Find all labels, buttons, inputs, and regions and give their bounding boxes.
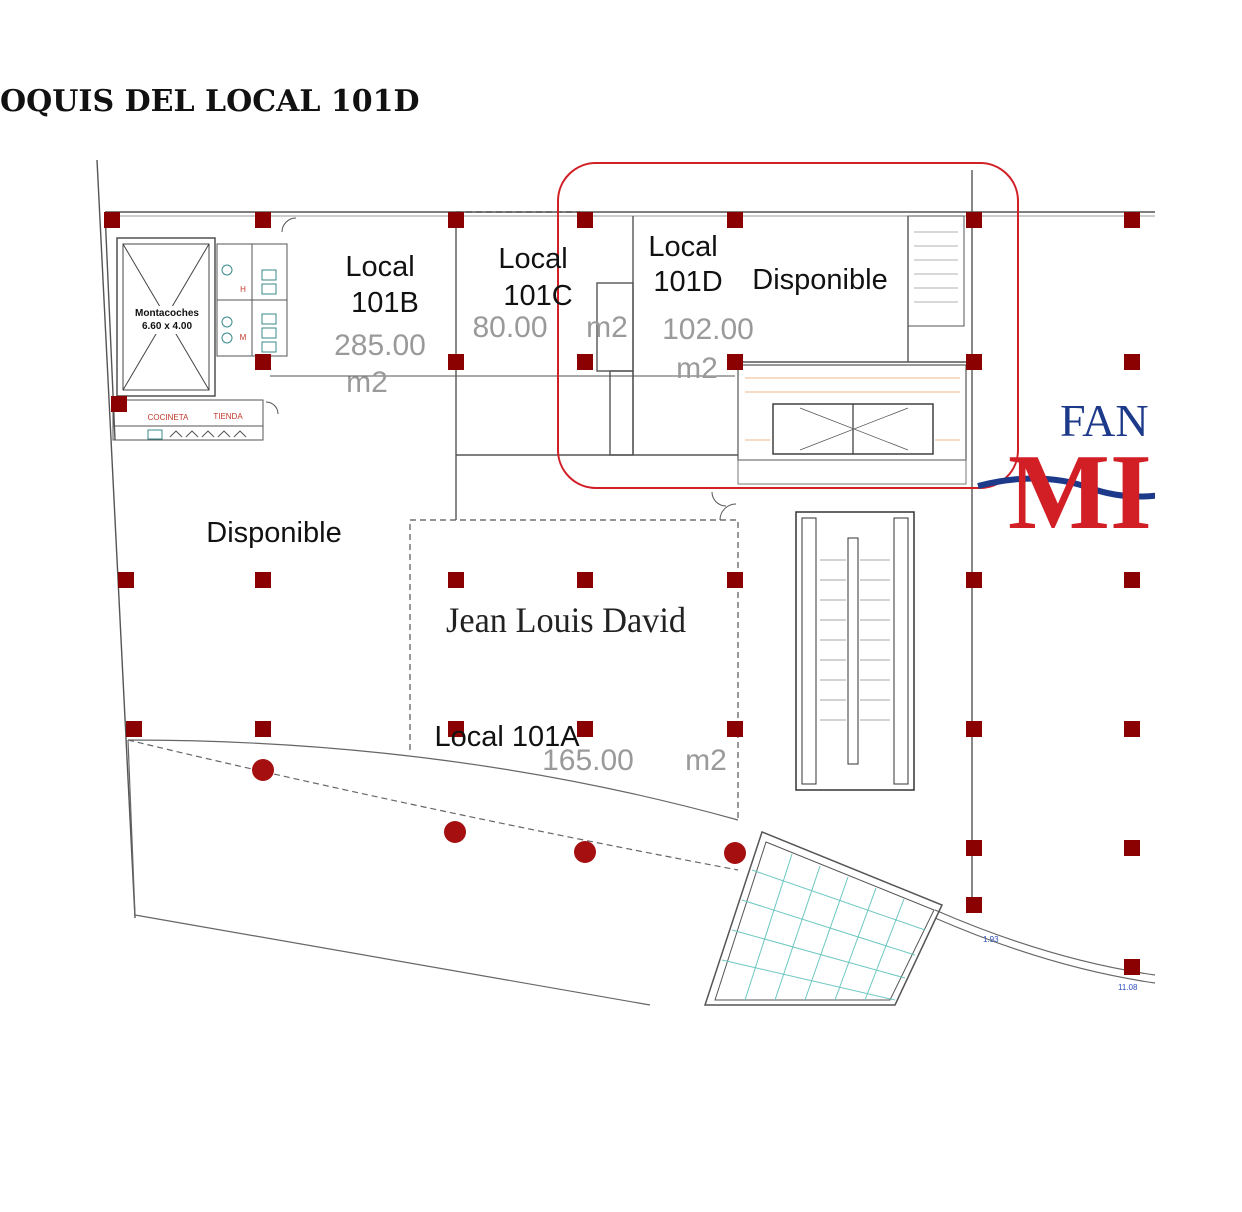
restroom-m-label: M xyxy=(240,333,247,342)
local-101a-name: Local 101A xyxy=(434,721,580,753)
local-101a-area: 165.00 xyxy=(542,744,634,777)
local-101d-highlight xyxy=(557,162,1019,489)
local-101b-name: Local xyxy=(345,251,414,283)
local-101d-area: 102.00 xyxy=(662,313,754,346)
local-101d-name: Local xyxy=(648,231,717,263)
cocineta-label: COCINETA xyxy=(148,413,189,422)
logo-top-text: FAN xyxy=(1060,395,1149,446)
escalators xyxy=(795,511,915,791)
montacoches-size: 6.60 x 4.00 xyxy=(142,321,192,332)
stair-core xyxy=(737,215,967,485)
jean-louis-david-label: Jean Louis David xyxy=(446,600,686,640)
dimension-label: 1.93 xyxy=(983,935,999,944)
plaza-lines xyxy=(127,739,1156,1006)
local-101d-code: 101D xyxy=(653,266,722,298)
restroom-h-label: H xyxy=(240,285,246,294)
local-101c-unit: m2 xyxy=(586,311,628,344)
tienda-label: TIENDA xyxy=(213,412,243,421)
doors xyxy=(265,217,737,521)
local-101b-code: 101B xyxy=(351,287,419,319)
local-101a-outline xyxy=(409,519,739,820)
local-101b-area: 285.00 xyxy=(334,329,426,362)
page-title: OQUIS DEL LOCAL 101D xyxy=(0,84,420,119)
columns xyxy=(104,212,1140,975)
montacoches-label: Montacoches xyxy=(135,308,199,319)
local-101c-name: Local xyxy=(498,243,567,275)
local-101b-unit: m2 xyxy=(346,366,388,399)
logo-bottom-text: MIC xyxy=(1008,433,1230,552)
disponible-label: Disponible xyxy=(206,517,341,549)
montacoches: Montacoches 6.60 x 4.00 xyxy=(116,237,216,397)
local-101c-area: 80.00 xyxy=(472,311,547,344)
dimension-label: 11.08 xyxy=(1118,983,1138,992)
anchor-store-logo: FAN MIC xyxy=(977,395,1230,552)
local-101d-status: Disponible xyxy=(752,264,887,296)
round-columns xyxy=(252,759,746,864)
local-101a-unit: m2 xyxy=(685,744,727,777)
skylight xyxy=(703,831,944,1006)
local-101c-code: 101C xyxy=(503,280,572,312)
restrooms: H M COCINETA TIENDA xyxy=(112,243,288,441)
local-101d-unit: m2 xyxy=(676,352,718,385)
